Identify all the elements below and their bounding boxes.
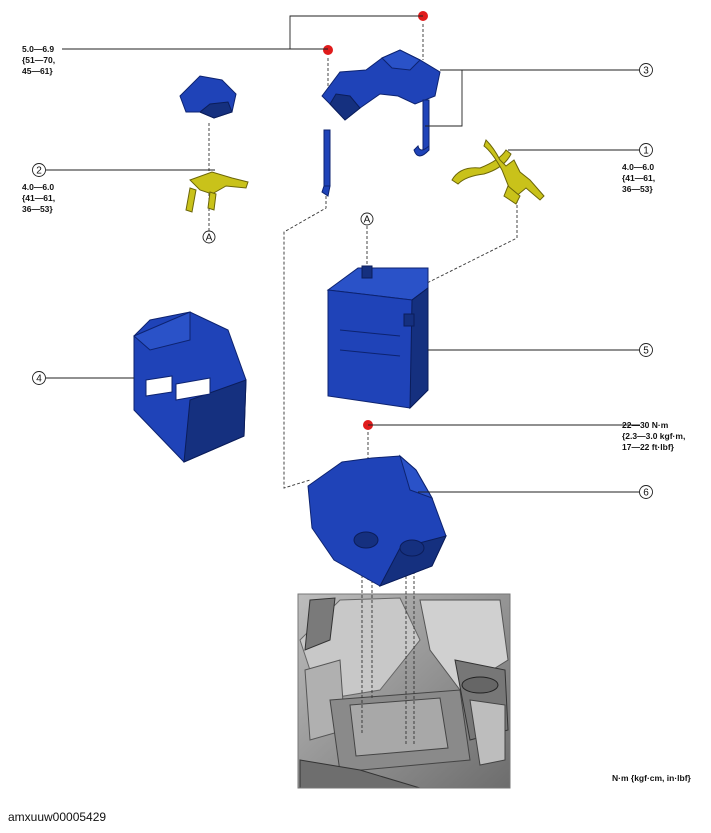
callout-1-number: 1 — [643, 146, 649, 157]
battery — [326, 265, 429, 410]
torque-line: 45—61} — [22, 66, 53, 76]
torque-line: {2.3—3.0 kgf·m, — [622, 431, 685, 441]
callout-1: 1 — [639, 143, 653, 157]
torque-line: {41—61, — [622, 173, 655, 183]
ref-mark-a-label: A — [364, 215, 371, 226]
battery-clamp-bracket — [321, 49, 441, 197]
ref-mark-a-lower: A — [202, 230, 216, 244]
ref-mark-a-upper: A — [360, 212, 374, 226]
callout-3-number: 3 — [643, 66, 649, 77]
callout-4-number: 4 — [36, 374, 42, 385]
torque-spec-tray: 22—30 N·m {2.3—3.0 kgf·m, 17—22 ft·lbf} — [622, 420, 685, 452]
torque-bolt-icon — [323, 45, 333, 55]
negative-terminal-cable — [185, 171, 249, 213]
battery-insulator — [133, 311, 247, 463]
callout-3: 3 — [639, 63, 653, 77]
torque-line: 22—30 N·m — [622, 420, 669, 430]
engine-bay-photo — [297, 593, 511, 789]
torque-line: {41—61, — [22, 193, 55, 203]
torque-line: 36—53} — [622, 184, 653, 194]
torque-spec-positive-terminal: 4.0—6.0 {41—61, 36—53} — [622, 162, 655, 194]
negative-terminal-cover — [179, 75, 237, 119]
torque-line: 4.0—6.0 — [622, 162, 654, 172]
torque-spec-negative-terminal: 4.0—6.0 {41—61, 36—53} — [22, 182, 55, 214]
torque-line: 36—53} — [22, 204, 53, 214]
battery-tray — [307, 454, 447, 587]
ref-mark-a-label: A — [206, 233, 213, 244]
callout-2: 2 — [32, 163, 46, 177]
torque-line: 17—22 ft·lbf} — [622, 442, 675, 452]
leader-lines — [46, 15, 640, 493]
callout-2-number: 2 — [36, 166, 42, 177]
torque-line: {51—70, — [22, 55, 55, 65]
callout-6: 6 — [639, 485, 653, 499]
positive-terminal-cable — [451, 139, 545, 205]
callout-5-number: 5 — [643, 346, 649, 357]
torque-line: 4.0—6.0 — [22, 182, 54, 192]
callout-6-number: 6 — [643, 488, 649, 499]
callout-4: 4 — [32, 371, 46, 385]
torque-spec-bracket: 5.0—6.9 {51—70, 45—61} — [22, 44, 55, 76]
callout-5: 5 — [639, 343, 653, 357]
torque-line: 5.0—6.9 — [22, 44, 54, 54]
image-id: amxuuw00005429 — [8, 810, 106, 824]
units-note: N·m {kgf·cm, in·lbf} — [612, 773, 692, 783]
